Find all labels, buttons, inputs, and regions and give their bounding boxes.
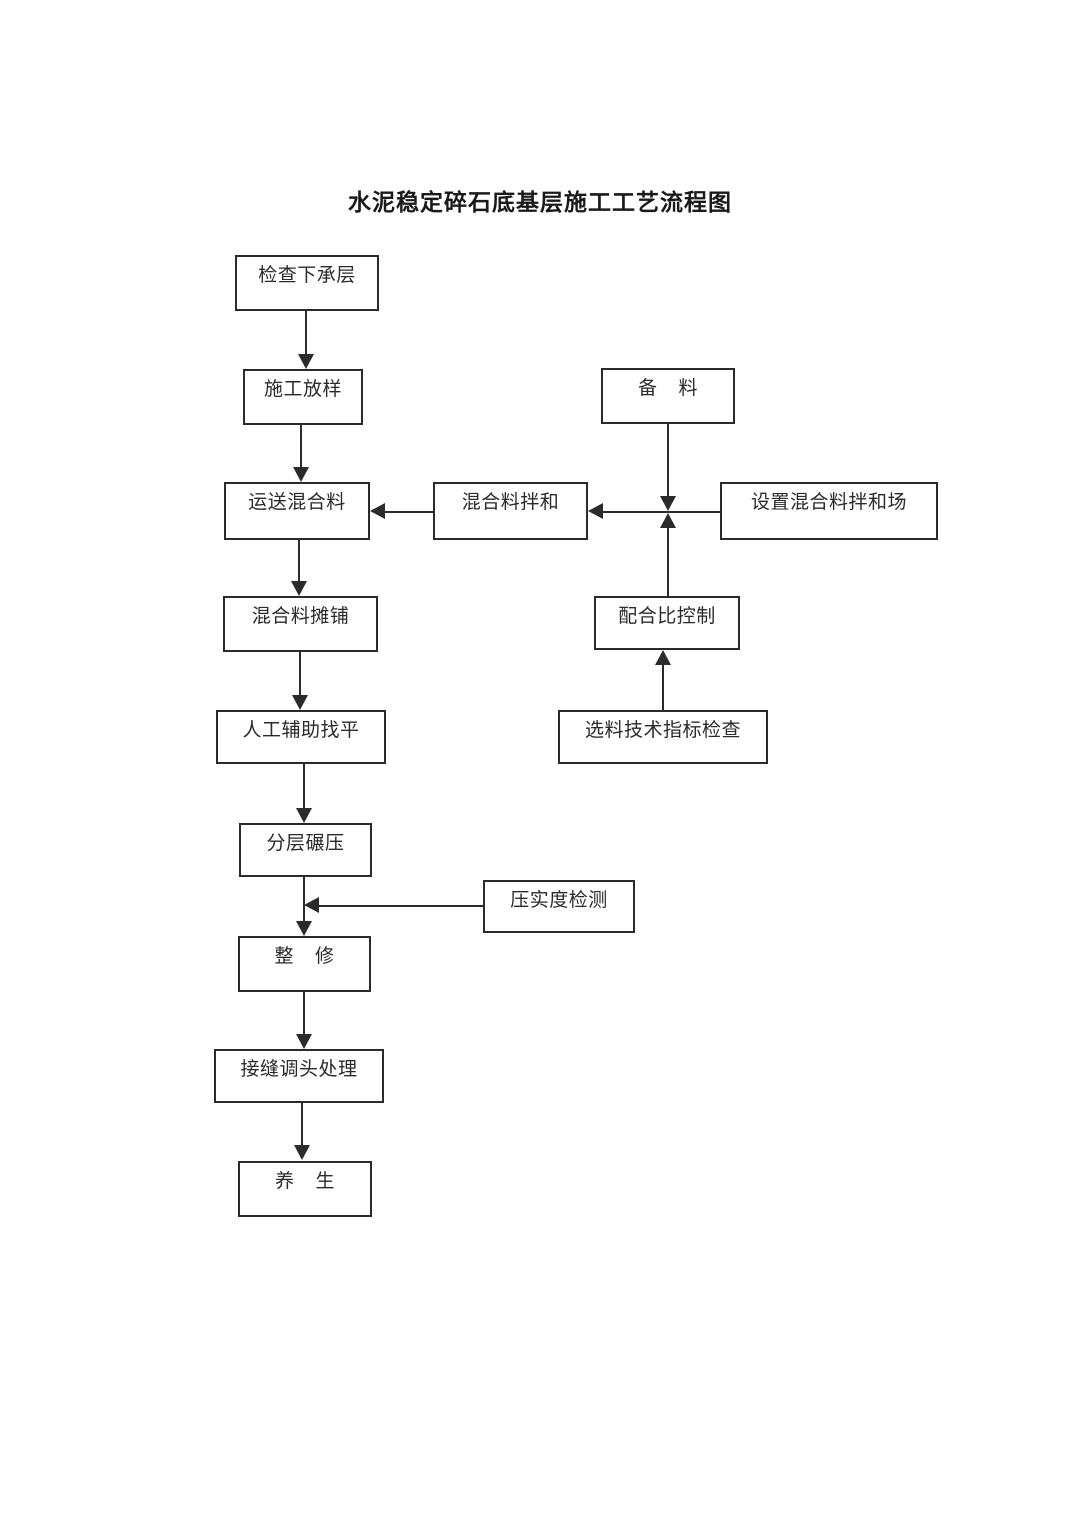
edge-construction-layout-to-transport-mixture <box>300 425 302 469</box>
arrowhead-down-joint-treatment <box>296 1034 312 1049</box>
node-mix-ratio-control: 配合比控制 <box>594 596 740 650</box>
arrowhead-up-mix-ratio-control <box>655 650 671 665</box>
node-mixing: 混合料拌和 <box>433 482 588 540</box>
arrowhead-left-compaction-junction <box>304 897 319 913</box>
node-material-index-check: 选料技术指标检查 <box>558 710 768 764</box>
node-curing: 养 生 <box>238 1161 372 1217</box>
edge-mix-ratio-control-to-junction <box>667 526 669 596</box>
edge-compaction-test-to-main-column <box>318 905 483 907</box>
page-title: 水泥稳定碎石底基层施工工艺流程图 <box>348 189 732 215</box>
node-joint-treatment: 接缝调头处理 <box>214 1049 384 1103</box>
node-setup-mixing-plant: 设置混合料拌和场 <box>720 482 938 540</box>
node-layered-compaction: 分层碾压 <box>239 823 372 877</box>
arrowhead-down-mixing-junction <box>660 496 676 511</box>
edge-mixing-to-transport-mixture <box>385 511 433 513</box>
node-prepare-material: 备 料 <box>601 368 735 424</box>
node-construction-layout: 施工放样 <box>243 369 363 425</box>
arrowhead-down-layered-compaction <box>296 808 312 823</box>
node-spread-mixture: 混合料摊铺 <box>223 596 378 652</box>
arrowhead-down-manual-leveling <box>292 695 308 710</box>
arrowhead-left-transport-mixture <box>370 503 385 519</box>
node-repair: 整 修 <box>238 936 371 992</box>
arrowhead-left-mixing <box>588 503 603 519</box>
edge-transport-mixture-to-spread-mixture <box>298 540 300 582</box>
edge-setup-mixing-plant-to-mixing <box>601 511 722 513</box>
node-check-subgrade: 检查下承层 <box>235 255 379 311</box>
arrowhead-down-transport-mixture <box>293 467 309 482</box>
node-transport-mixture: 运送混合料 <box>224 482 370 540</box>
edge-check-subgrade-to-construction-layout <box>305 311 307 356</box>
edge-manual-leveling-to-layered-compaction <box>303 764 305 809</box>
arrowhead-up-mixing-junction <box>660 513 676 528</box>
node-manual-leveling: 人工辅助找平 <box>216 710 386 764</box>
arrowhead-down-spread-mixture <box>291 581 307 596</box>
edge-spread-mixture-to-manual-leveling <box>299 652 301 696</box>
arrowhead-down-curing <box>294 1145 310 1160</box>
edge-prepare-material-to-junction <box>667 424 669 496</box>
arrowhead-down-repair <box>296 921 312 936</box>
edge-material-index-check-to-mix-ratio-control <box>662 665 664 710</box>
node-compaction-test: 压实度检测 <box>483 880 635 933</box>
arrowhead-down-construction-layout <box>298 354 314 369</box>
edge-joint-treatment-to-curing <box>301 1103 303 1146</box>
edge-repair-to-joint-treatment <box>303 992 305 1034</box>
